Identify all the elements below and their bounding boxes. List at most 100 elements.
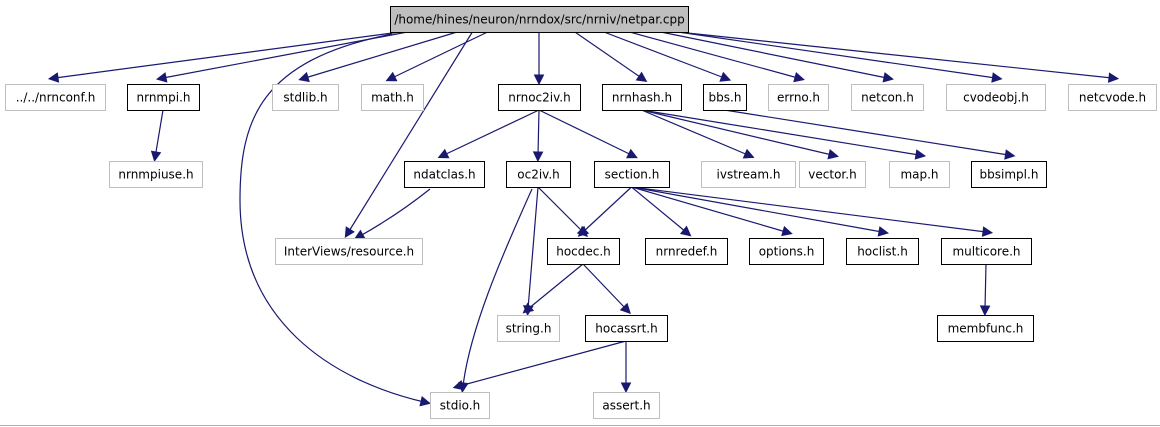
node-box-nrnhash <box>602 84 682 111</box>
edge-hocassrt-to-stdio <box>459 340 627 387</box>
node-options[interactable]: options.h <box>749 238 824 265</box>
edge-oc2iv-to-string <box>527 186 539 310</box>
node-box-nrnconf <box>5 84 106 111</box>
node-string: string.h <box>497 315 560 342</box>
edges-layer <box>47 31 1120 407</box>
node-map: map.h <box>889 161 950 188</box>
arrowhead-section-to-hocdec <box>577 225 590 237</box>
edge-root-to-netcvode <box>677 31 1113 79</box>
node-box-map <box>889 161 950 188</box>
node-box-math <box>361 84 424 111</box>
node-nrnoc2iv[interactable]: nrnoc2iv.h <box>498 84 581 111</box>
edge-section-to-multicore <box>631 186 987 233</box>
node-nrnmpiuse: nrnmpiuse.h <box>109 161 203 188</box>
node-oc2iv[interactable]: oc2iv.h <box>506 161 571 188</box>
arrowhead-root-to-stdio <box>419 396 431 407</box>
node-box-nrnmpiuse <box>109 161 203 188</box>
node-label-vector: vector.h <box>808 168 856 182</box>
node-label-ndatclas: ndatclas.h <box>413 168 475 182</box>
node-netcon: netcon.h <box>851 84 924 111</box>
node-label-stdlib: stdlib.h <box>283 91 327 105</box>
node-label-nrnmpiuse: nrnmpiuse.h <box>118 168 193 182</box>
node-multicore[interactable]: multicore.h <box>941 238 1032 265</box>
node-box-section <box>594 161 670 188</box>
node-box-vector <box>799 161 866 188</box>
node-hocassrt[interactable]: hocassrt.h <box>585 315 668 342</box>
edge-nrnoc2iv-to-ndatclas <box>443 109 540 156</box>
node-box-resource <box>275 238 423 265</box>
edge-root-to-netcon <box>660 31 888 79</box>
edge-section-to-hoclist <box>631 186 883 233</box>
edge-nrnhash-to-map <box>641 109 920 156</box>
node-label-bbs: bbs.h <box>709 91 742 105</box>
arrowhead-hocdec-to-hocassrt <box>619 302 631 315</box>
node-bbs[interactable]: bbs.h <box>703 84 747 111</box>
arrowhead-nrnoc2iv-to-ndatclas <box>437 148 450 159</box>
node-nrnmpi[interactable]: nrnmpi.h <box>127 84 200 111</box>
node-bbsimpl[interactable]: bbsimpl.h <box>971 161 1047 188</box>
bottom-divider <box>0 425 1160 426</box>
edge-nrnhash-to-ivstream <box>641 109 749 156</box>
node-nrnhash[interactable]: nrnhash.h <box>602 84 682 111</box>
node-membfunc[interactable]: membfunc.h <box>937 315 1034 342</box>
node-label-membfunc: membfunc.h <box>948 322 1024 336</box>
arrowhead-section-to-nrnredef <box>679 225 692 237</box>
node-ndatclas[interactable]: ndatclas.h <box>404 161 485 188</box>
arrowhead-root-to-bbs <box>719 71 732 82</box>
edge-oc2iv-to-stdio <box>462 188 533 387</box>
node-label-nrnredef: nrnredef.h <box>656 245 718 259</box>
node-box-nrnredef <box>645 238 728 265</box>
node-label-options: options.h <box>759 245 815 259</box>
node-label-nrnhash: nrnhash.h <box>612 91 672 105</box>
node-hocdec[interactable]: hocdec.h <box>547 238 620 265</box>
edge-root-to-math <box>391 31 488 79</box>
node-box-stdio <box>430 392 490 419</box>
arrowhead-root-to-errno <box>793 71 805 83</box>
arrowhead-bbs-to-bbsimpl <box>1004 149 1016 160</box>
arrowhead-root-to-nrnoc2iv <box>533 74 545 86</box>
arrowhead-section-to-hoclist <box>877 226 890 237</box>
node-hoclist[interactable]: hoclist.h <box>846 238 919 265</box>
node-label-multicore: multicore.h <box>952 245 1020 259</box>
node-box-assert <box>593 392 660 419</box>
edge-nrnhash-to-vector <box>641 109 833 156</box>
node-box-ivstream <box>701 161 796 188</box>
node-assert: assert.h <box>593 392 660 419</box>
arrowhead-section-to-multicore <box>981 226 994 237</box>
node-section[interactable]: section.h <box>594 161 670 188</box>
node-label-nrnoc2iv: nrnoc2iv.h <box>508 91 570 105</box>
node-nrnconf: ../../nrnconf.h <box>5 84 106 111</box>
edge-root-to-nrnhash <box>574 31 642 79</box>
node-box-hocdec <box>547 238 620 265</box>
node-label-netcvode: netcvode.h <box>1079 91 1146 105</box>
node-label-assert: assert.h <box>602 399 650 413</box>
node-box-cvodeobj <box>946 84 1046 111</box>
edge-ndatclas-to-resource <box>359 188 431 237</box>
node-label-hoclist: hoclist.h <box>857 245 908 259</box>
node-label-string: string.h <box>506 322 552 336</box>
edge-root-to-stdio <box>239 33 425 403</box>
node-box-ndatclas <box>404 161 485 188</box>
node-label-oc2iv: oc2iv.h <box>517 168 560 182</box>
arrowhead-hocassrt-to-stdio <box>452 379 465 391</box>
node-box-bbsimpl <box>971 161 1047 188</box>
node-stdio: stdio.h <box>430 392 490 419</box>
node-box-netcon <box>851 84 924 111</box>
node-nrnredef[interactable]: nrnredef.h <box>645 238 728 265</box>
edge-root-to-bbs <box>603 31 725 79</box>
node-label-cvodeobj: cvodeobj.h <box>963 91 1029 105</box>
node-resource: InterViews/resource.h <box>275 238 423 265</box>
node-label-stdio: stdio.h <box>440 399 480 413</box>
node-ivstream: ivstream.h <box>701 161 796 188</box>
node-label-bbsimpl: bbsimpl.h <box>980 168 1039 182</box>
node-box-root <box>390 6 689 33</box>
node-stdlib: stdlib.h <box>272 84 339 111</box>
node-box-stdlib <box>272 84 339 111</box>
node-label-root: /home/hines/neuron/nrndox/src/nrniv/netp… <box>394 13 684 27</box>
node-label-math: math.h <box>371 91 414 105</box>
arrowhead-root-to-nrnconf <box>47 72 60 83</box>
node-label-nrnmpi: nrnmpi.h <box>137 91 191 105</box>
node-box-netcvode <box>1068 84 1157 111</box>
node-box-bbs <box>703 84 747 111</box>
